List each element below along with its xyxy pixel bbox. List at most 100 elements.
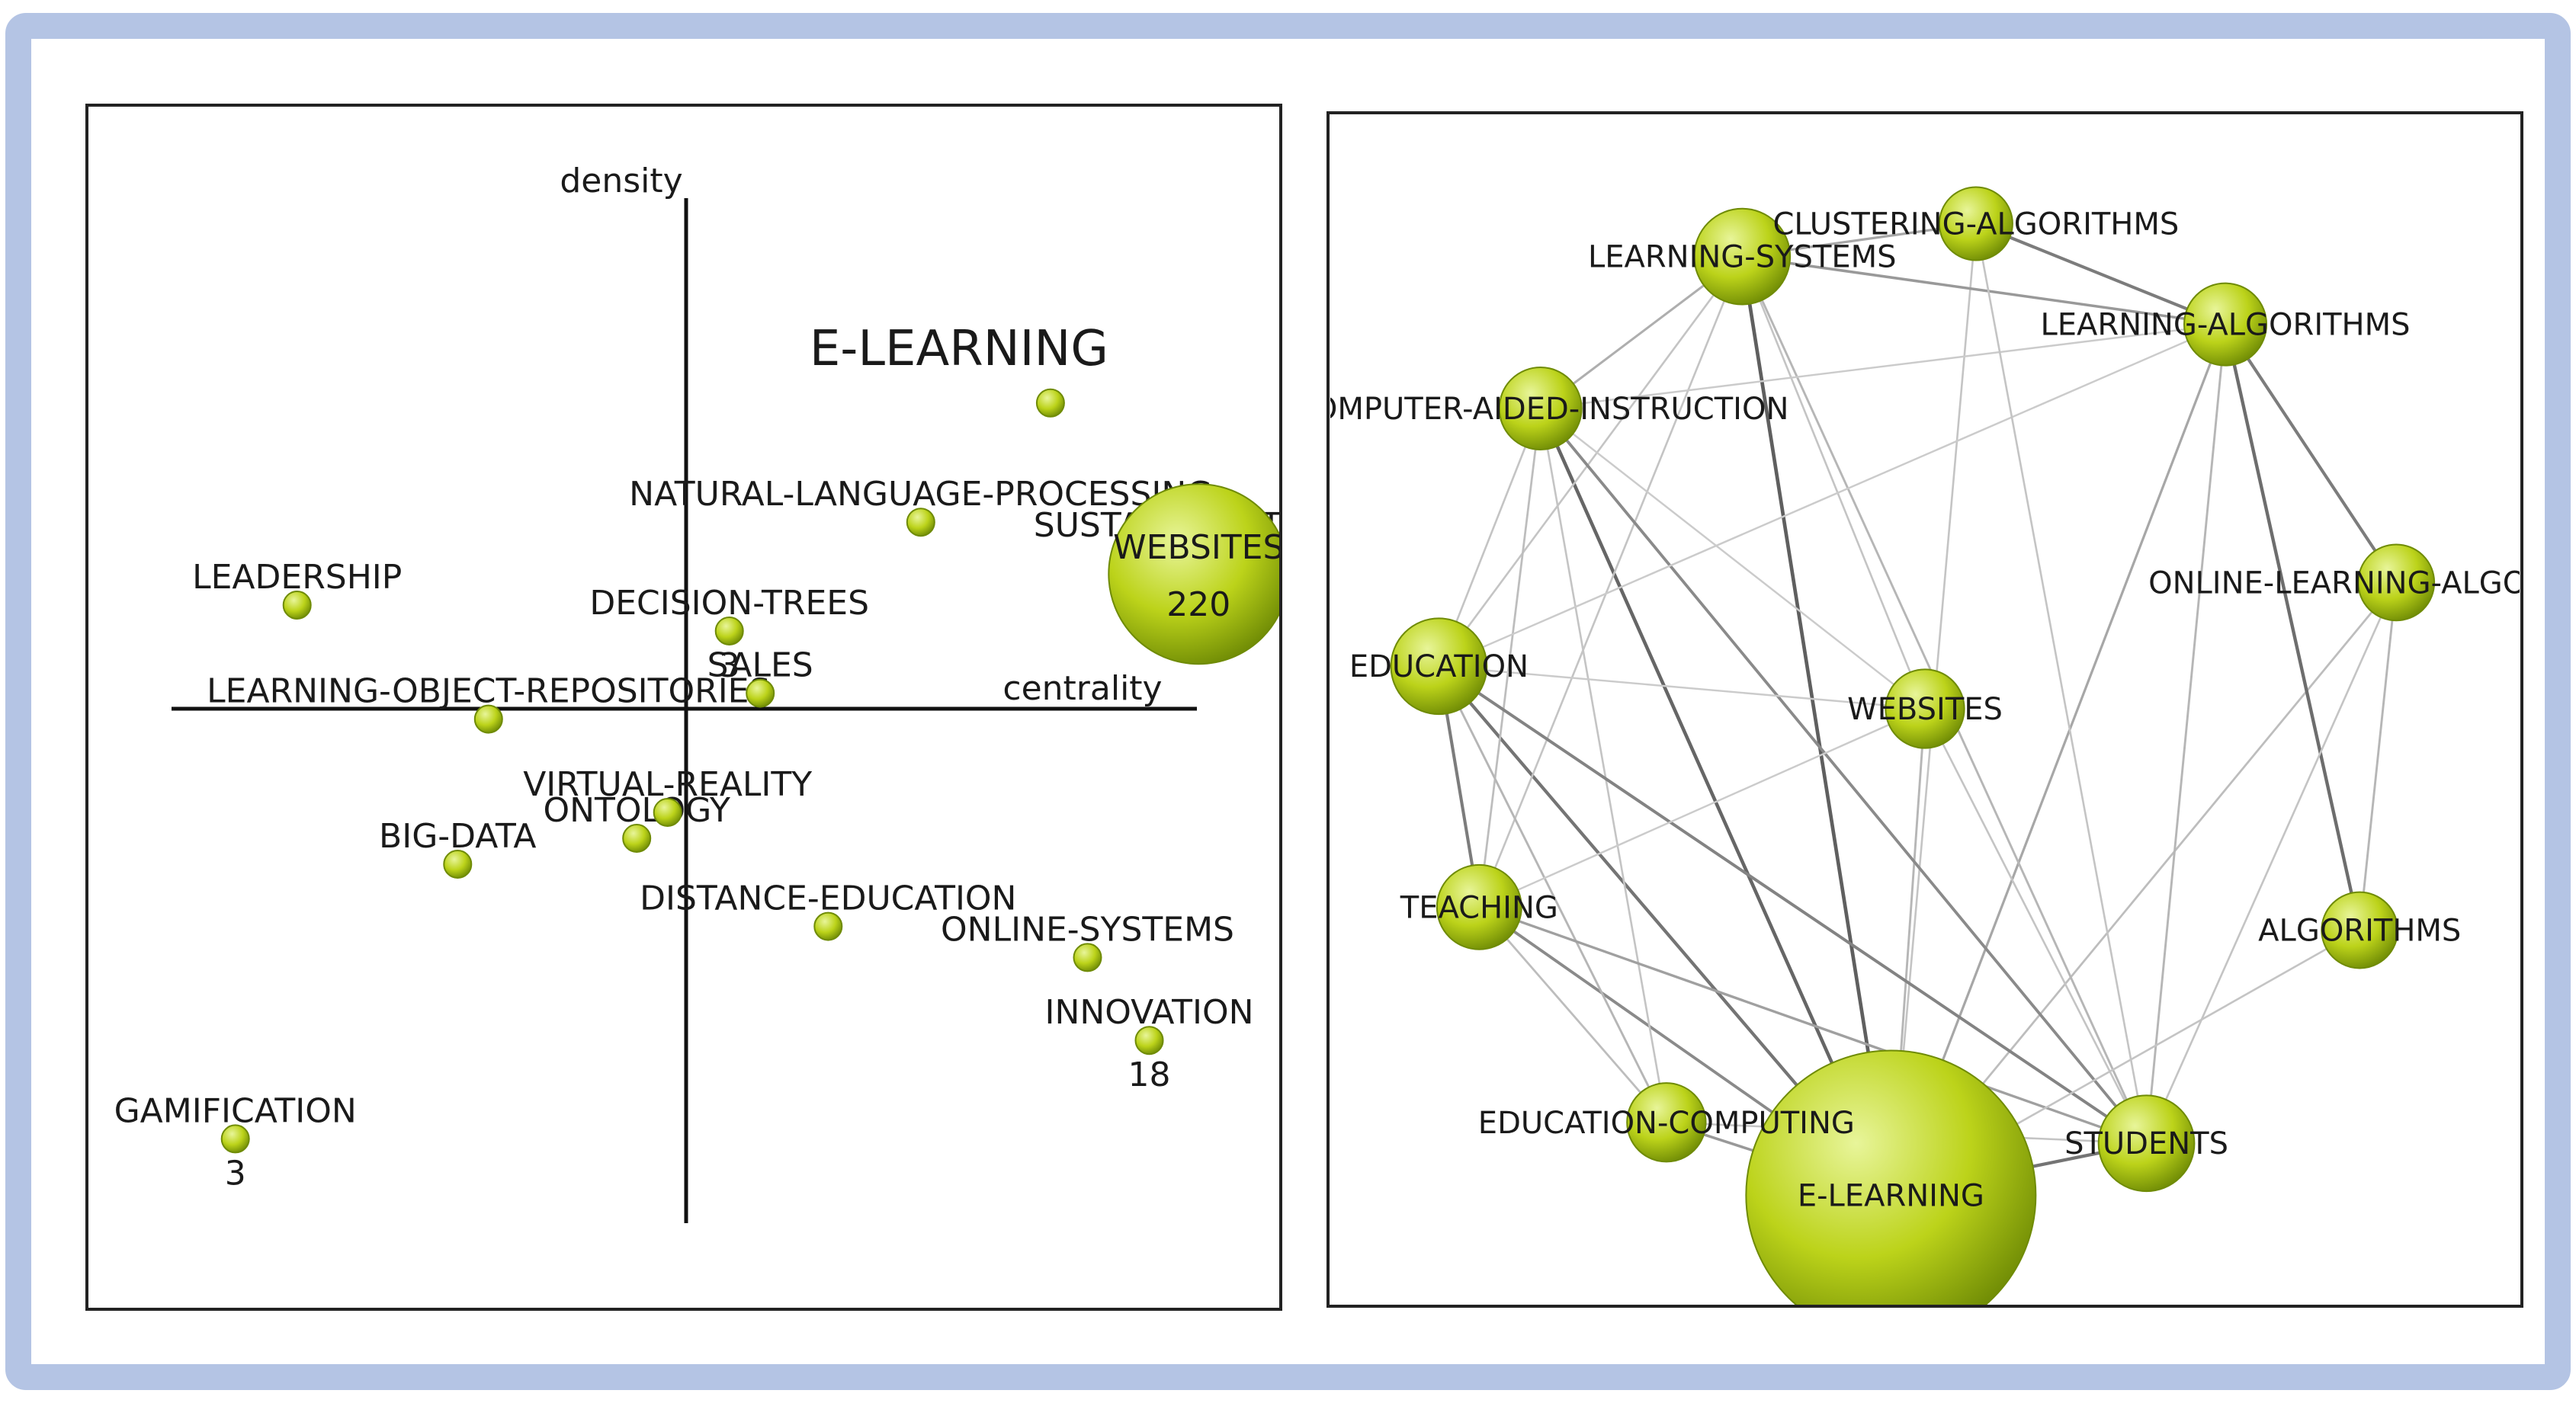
theme-node: WEBSITES 220 xyxy=(1108,483,1284,665)
theme-label: DISTANCE-EDUCATION xyxy=(640,879,1016,918)
network-edge xyxy=(1975,222,2226,326)
theme-node: VIRTUAL-REALITY xyxy=(523,765,812,827)
network-node-bubble xyxy=(1745,1049,2037,1305)
network-edge xyxy=(2145,581,2398,1144)
network-edge xyxy=(1889,324,2227,1196)
theme-value: 3 xyxy=(719,646,740,685)
network-edge xyxy=(1477,408,1542,908)
theme-node: ONLINE-SYSTEMS xyxy=(941,910,1234,972)
outer-frame xyxy=(5,13,2571,1390)
theme-bubble xyxy=(443,850,473,879)
theme-node: DISTANCE-EDUCATION xyxy=(640,879,1016,941)
network-node-label: TEACHING xyxy=(1400,890,1558,925)
network-node-bubble xyxy=(1436,863,1522,950)
x-axis-label: centrality xyxy=(1002,669,1162,708)
theme-node: LEARNING-OBJECT-REPOSITORIES xyxy=(207,672,770,734)
theme-label: VIRTUAL-REALITY xyxy=(523,765,812,804)
network-node-label: LEARNING-SYSTEMS xyxy=(1588,240,1897,275)
theme-nodes: LEARNING-OBJECT-REPOSITORIES LEADERSHIP GA… xyxy=(114,388,1284,1193)
network-edge xyxy=(1478,905,2148,1145)
theme-node: BIG-DATA xyxy=(379,817,537,879)
network-node: LEARNING-ALGORITHMS xyxy=(2041,282,2411,367)
theme-bubble xyxy=(473,704,503,734)
network-edge xyxy=(1438,255,1744,667)
theme-bubble xyxy=(622,824,652,853)
highlight-theme-label: E-LEARNING xyxy=(810,321,1108,377)
theme-node: DECISION-TREES 3 xyxy=(589,584,869,685)
network-edge xyxy=(1742,255,2226,326)
theme-node xyxy=(1035,388,1065,418)
theme-label: GAMIFICATION xyxy=(114,1091,357,1130)
theme-value: 220 xyxy=(1166,585,1230,624)
network-node-label: ALGORITHMS xyxy=(2258,914,2461,949)
network-node: TEACHING xyxy=(1400,863,1558,950)
strategic-diagram-panel: density centrality E-LEARNING LEARNING-O… xyxy=(85,104,1284,1311)
theme-label: WEBSITES xyxy=(1113,528,1284,567)
network-edge xyxy=(1438,665,2148,1145)
network-node-bubble xyxy=(1390,617,1488,716)
network-node-label: E-LEARNING xyxy=(1798,1178,1984,1213)
network-edge xyxy=(1478,707,1926,908)
y-axis-label: density xyxy=(560,162,682,200)
network-node-bubble xyxy=(1885,668,1965,749)
theme-label: ONTOLOGY xyxy=(543,791,730,830)
network-node: ONLINE-LEARNING-ALGORITHMS xyxy=(2148,543,2576,622)
theme-bubble xyxy=(906,508,935,537)
network-edge xyxy=(1539,408,1926,710)
theme-label: SALES xyxy=(707,646,813,685)
network-node: E-LEARNING xyxy=(1745,1049,2037,1305)
theme-value: 3 xyxy=(225,1154,246,1193)
theme-bubble xyxy=(1035,388,1065,418)
theme-node: LEADERSHIP xyxy=(192,558,402,620)
network-node-bubble xyxy=(2357,543,2436,622)
network-node-bubble xyxy=(1693,207,1792,306)
network-node-label: STUDENTS xyxy=(2064,1126,2228,1161)
network-edge xyxy=(1741,256,1926,710)
theme-bubble xyxy=(1134,1026,1164,1055)
network-edge xyxy=(1975,223,2148,1144)
theme-node: ONTOLOGY xyxy=(543,791,730,853)
network-edge xyxy=(1540,323,2226,410)
network-node-label: CLUSTERING-ALGORITHMS xyxy=(1772,207,2179,242)
network-node-label: EDUCATION-COMPUTING xyxy=(1478,1106,1855,1141)
theme-node: SALES xyxy=(707,646,813,708)
theme-label: INNOVATION xyxy=(1044,993,1253,1032)
network-edge xyxy=(1438,665,1668,1123)
network-node-bubble xyxy=(1938,186,2013,261)
theme-bubble xyxy=(714,617,744,645)
network-edge xyxy=(1478,256,1744,908)
theme-label: LEADERSHIP xyxy=(192,558,402,597)
theme-bubble xyxy=(746,678,775,708)
network-edge xyxy=(2223,324,2362,931)
network-node: CLUSTERING-ALGORITHMS xyxy=(1772,186,2179,261)
theme-bubble xyxy=(813,911,843,941)
network-node: EDUCATION xyxy=(1349,617,1529,716)
network-node: EDUCATION-COMPUTING xyxy=(1478,1082,1855,1163)
network-node: COMPUTER-AIDED-INSTRUCTION xyxy=(1292,366,1788,450)
network-node-bubble xyxy=(1626,1082,1707,1163)
theme-label: DECISION-TREES xyxy=(589,584,869,623)
theme-bubble xyxy=(653,798,682,827)
network-edge xyxy=(1539,407,2148,1145)
theme-label: NATURAL-LANGUAGE-PROCESSING xyxy=(629,475,1212,514)
network-node-label: ONLINE-LEARNING-ALGORITHMS xyxy=(2148,565,2576,601)
network-node-bubble xyxy=(2097,1094,2196,1193)
network-node: LEARNING-SYSTEMS xyxy=(1588,207,1897,306)
theme-bubble xyxy=(282,591,312,620)
network-node-bubble xyxy=(2183,282,2268,367)
network-node: WEBSITES xyxy=(1847,668,2003,749)
theme-bubble xyxy=(1108,483,1279,665)
theme-label: ONLINE-SYSTEMS xyxy=(941,910,1234,949)
network-node-label: COMPUTER-AIDED-INSTRUCTION xyxy=(1292,392,1788,427)
network-edge xyxy=(2145,324,2227,1144)
network-node-label: LEARNING-ALGORITHMS xyxy=(2041,308,2411,343)
network-node: STUDENTS xyxy=(2064,1094,2228,1193)
network-node-bubble xyxy=(2321,891,2399,969)
network-node-bubble xyxy=(1498,366,1583,450)
network-edge xyxy=(1438,323,2226,668)
network-node-label: EDUCATION xyxy=(1349,649,1529,684)
